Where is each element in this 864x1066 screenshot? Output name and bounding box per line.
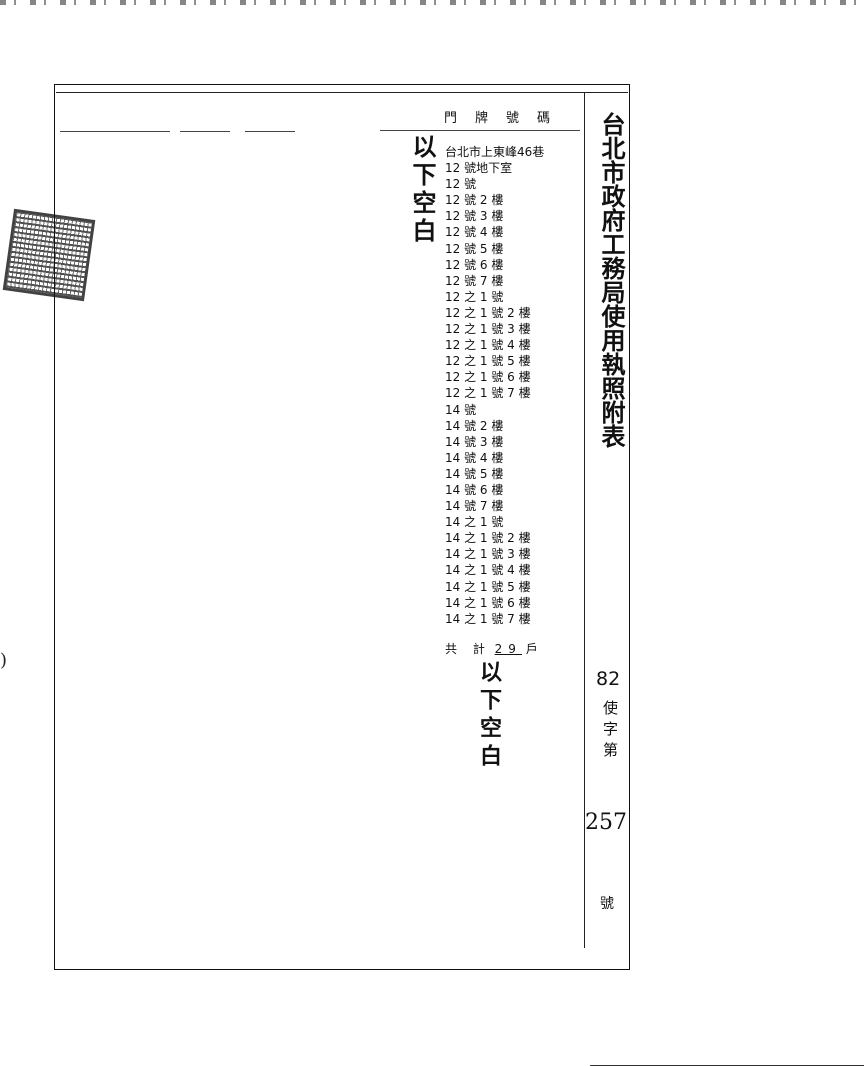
address-entry: 12 號 6 樓	[445, 257, 504, 272]
address-entry: 12 之 1 號 4 樓	[445, 338, 531, 353]
address-entry: 12 號 7 樓	[445, 273, 504, 288]
header-rule	[180, 131, 230, 132]
address-entry: 12 號 5 樓	[445, 241, 504, 256]
address-entry: 12 之 1 號 7 樓	[445, 386, 531, 401]
permit-number: 257	[585, 810, 627, 835]
address-entry: 14 號 4 樓	[445, 450, 504, 465]
total-label: 共 計	[445, 642, 491, 656]
address-entry: 14 號 6 樓	[445, 482, 504, 497]
address-entry: 14 之 1 號 6 樓	[445, 595, 531, 610]
address-entry: 14 號 5 樓	[445, 466, 504, 481]
total-count: 29	[494, 642, 522, 656]
frame-top-rule	[56, 92, 628, 93]
permit-word: 使字第	[601, 700, 619, 763]
address-entry: 14 之 1 號 2 樓	[445, 531, 531, 546]
permit-suffix: 號	[600, 896, 614, 912]
address-entry: 12 號地下室	[445, 161, 513, 176]
total-unit: 戶	[525, 642, 544, 656]
blank-stamp-bottom: 以下空白	[476, 660, 502, 772]
address-entry: 12 號 4 樓	[445, 225, 504, 240]
total-row: 共 計 29 戶	[445, 640, 544, 657]
address-entry: 台北市上東峰46巷	[445, 145, 545, 159]
header-rule	[245, 131, 295, 132]
scan-edge-noise	[0, 0, 864, 5]
address-entry: 14 之 1 號	[445, 515, 504, 530]
address-entry: 12 之 1 號 2 樓	[445, 305, 531, 320]
address-entry: 14 號 2 樓	[445, 418, 504, 433]
header-rule	[60, 131, 170, 132]
address-entry: 14 之 1 號 5 樓	[445, 579, 531, 594]
address-entry: 12 號	[445, 177, 477, 192]
document-frame	[54, 84, 630, 970]
address-entry: 12 之 1 號 6 樓	[445, 370, 531, 385]
address-entry: 14 之 1 號 7 樓	[445, 611, 531, 626]
address-entry: 12 之 1 號 5 樓	[445, 354, 531, 369]
permit-year: 82	[596, 668, 621, 690]
address-entry: 14 號	[445, 402, 477, 417]
address-entry: 12 之 1 號 3 樓	[445, 322, 531, 337]
address-entry: 12 號 2 樓	[445, 193, 504, 208]
address-entry: 14 號 3 樓	[445, 434, 504, 449]
address-entry: 14 號 7 樓	[445, 499, 504, 514]
header-rule	[380, 130, 580, 131]
column-header: 門牌號碼	[444, 111, 569, 126]
blank-stamp-top: 以下空白	[408, 134, 437, 246]
document-title: 台北市政府工務局使用執照附表	[597, 112, 626, 448]
address-entry: 14 之 1 號 3 樓	[445, 547, 531, 562]
address-entry: 12 號 3 樓	[445, 209, 504, 224]
title-column-rule	[584, 92, 586, 948]
address-entry: 14 之 1 號 4 樓	[445, 563, 531, 578]
address-entry: 12 之 1 號	[445, 289, 504, 304]
margin-mark: )	[0, 650, 8, 671]
